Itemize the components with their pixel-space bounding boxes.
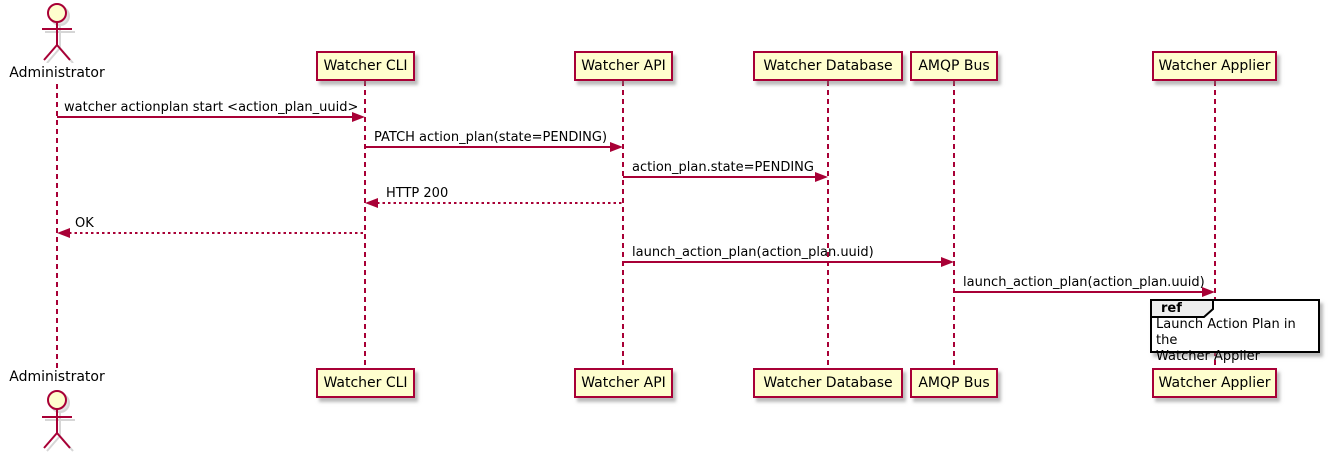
- message-4-line: [377, 202, 623, 204]
- message-5-line: [69, 232, 365, 234]
- actor-label-top: Administrator: [9, 65, 105, 81]
- message-7-label: launch_action_plan(action_plan.uuid): [963, 275, 1205, 290]
- message-6-label: launch_action_plan(action_plan.uuid): [632, 245, 874, 260]
- arrowhead-right-icon: [941, 257, 954, 267]
- participant-bottom-watcher-cli: Watcher CLI: [316, 368, 415, 398]
- message-7-line: [954, 291, 1203, 293]
- participant-label: Watcher CLI: [323, 375, 408, 391]
- arrowhead-right-icon: [352, 112, 365, 122]
- participant-label: Watcher Applier: [1158, 375, 1271, 391]
- actor-icon: [42, 390, 75, 452]
- participant-top-watcher-database: Watcher Database: [753, 51, 903, 81]
- lifeline-watcher-applier: [1214, 81, 1216, 368]
- actor-icon: [42, 3, 75, 63]
- lifeline-watcher-database: [827, 81, 829, 368]
- actor-label-bottom: Administrator: [9, 369, 105, 385]
- participant-bottom-watcher-api: Watcher API: [574, 368, 673, 398]
- message-5-label: OK: [75, 216, 94, 231]
- participant-top-amqp-bus: AMQP Bus: [910, 51, 998, 81]
- participant-label: AMQP Bus: [918, 58, 990, 74]
- participant-top-watcher-cli: Watcher CLI: [316, 51, 415, 81]
- ref-keyword: ref: [1161, 301, 1182, 316]
- ref-text-line2: Watcher Applier: [1156, 349, 1260, 364]
- arrowhead-left-icon: [365, 198, 378, 208]
- participant-label: AMQP Bus: [918, 375, 990, 391]
- participant-label: Watcher API: [581, 58, 666, 74]
- ref-tag-pentagon-icon: [1150, 299, 1214, 318]
- arrowhead-right-icon: [1202, 287, 1215, 297]
- lifeline-amqp-bus: [953, 81, 955, 368]
- arrowhead-right-icon: [815, 172, 828, 182]
- message-3-line: [623, 176, 816, 178]
- participant-label: Watcher Database: [763, 375, 893, 391]
- participant-label: Watcher CLI: [323, 58, 408, 74]
- participant-bottom-watcher-applier: Watcher Applier: [1152, 368, 1277, 398]
- participant-bottom-amqp-bus: AMQP Bus: [910, 368, 998, 398]
- lifeline-watcher-api: [622, 81, 624, 368]
- participant-top-watcher-applier: Watcher Applier: [1152, 51, 1277, 81]
- message-1-label: watcher actionplan start <action_plan_uu…: [64, 100, 359, 115]
- participant-top-watcher-api: Watcher API: [574, 51, 673, 81]
- participant-label: Watcher Applier: [1158, 58, 1271, 74]
- ref-text-line1: Launch Action Plan in the: [1156, 317, 1296, 348]
- message-6-line: [623, 261, 942, 263]
- arrowhead-left-icon: [57, 228, 70, 238]
- participant-bottom-watcher-database: Watcher Database: [753, 368, 903, 398]
- message-3-label: action_plan.state=PENDING: [632, 160, 814, 175]
- ref-text: Launch Action Plan in the Watcher Applie…: [1156, 317, 1318, 365]
- participant-label: Watcher Database: [763, 58, 893, 74]
- participant-label: Watcher API: [581, 375, 666, 391]
- message-2-line: [365, 146, 611, 148]
- message-1-line: [57, 116, 353, 118]
- lifeline-watcher-cli: [364, 81, 366, 368]
- message-2-label: PATCH action_plan(state=PENDING): [374, 130, 608, 145]
- message-4-label: HTTP 200: [386, 186, 449, 201]
- ref-fragment: ref Launch Action Plan in the Watcher Ap…: [1150, 299, 1320, 364]
- arrowhead-right-icon: [610, 142, 623, 152]
- lifeline-administrator: [56, 84, 58, 368]
